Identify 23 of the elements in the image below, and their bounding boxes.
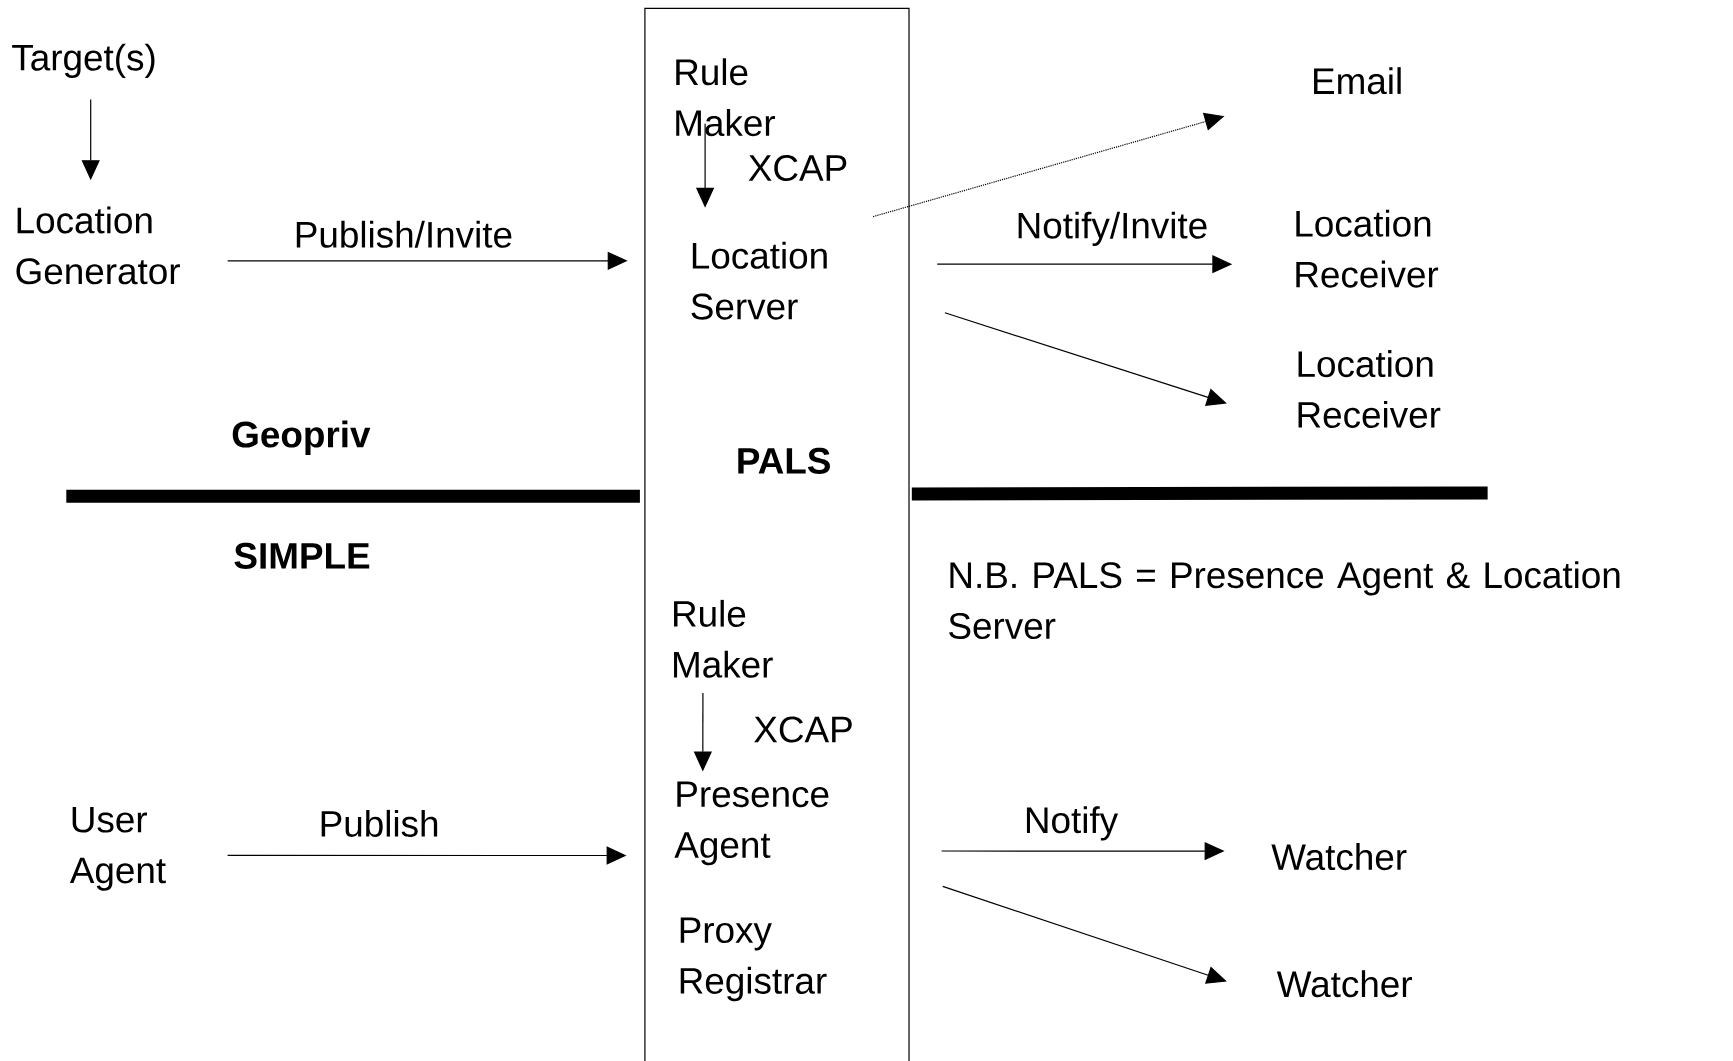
node-label: Location Server — [691, 241, 827, 320]
node-label: User Agent — [69, 806, 166, 891]
node-label: Target(s) — [12, 43, 155, 78]
node-label: Presence Agent — [674, 781, 829, 866]
node-label: Proxy Registrar — [680, 917, 827, 1002]
node-label: Location Receiver — [1296, 209, 1439, 288]
node-label: Location Generator — [16, 206, 180, 285]
node-label: Email — [1314, 67, 1401, 95]
edge-label: Publish/Invite — [292, 219, 515, 249]
edge-label: Notify — [1022, 805, 1120, 842]
edge-label: Notify/Invite — [1014, 210, 1210, 247]
section-label: SIMPLE — [234, 542, 370, 569]
edge-label: XCAP — [746, 153, 850, 183]
edge-label: XCAP — [752, 715, 855, 744]
section-label: Geopriv — [232, 420, 371, 455]
node-label: Rule Maker — [674, 599, 773, 678]
node-label: Watcher — [1271, 843, 1407, 871]
node-label: Rule Maker — [676, 58, 775, 137]
node-label: Location Receiver — [1298, 350, 1441, 428]
edge-label: Publish — [317, 808, 441, 838]
arrow — [942, 885, 1227, 984]
note-text: N.B. PALS = Presence Agent & Location Server — [949, 561, 1620, 640]
node-label: Watcher — [1276, 970, 1412, 998]
